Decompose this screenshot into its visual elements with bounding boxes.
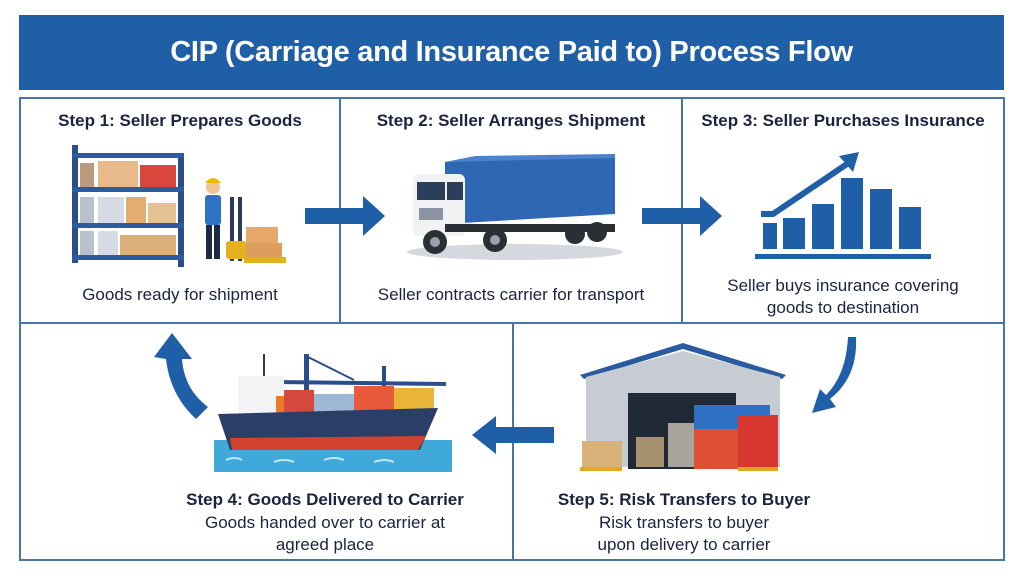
warehouse-containers-icon bbox=[580, 343, 786, 471]
step-5-title: Step 5: Risk Transfers to Buyer bbox=[557, 490, 811, 509]
step-4-description-line-2: agreed place bbox=[275, 535, 375, 554]
step-2-title: Step 2: Seller Arranges Shipment bbox=[376, 111, 646, 130]
step-5-description: Risk transfers to buyer upon delivery to… bbox=[514, 512, 854, 556]
step-4-title: Step 4: Goods Delivered to Carrier bbox=[186, 490, 464, 509]
page-title: CIP (Carriage and Insurance Paid to) Pro… bbox=[170, 36, 853, 68]
step-1-description: Goods ready for shipment bbox=[82, 285, 278, 304]
step-5-description-line-2: upon delivery to carrier bbox=[597, 535, 771, 554]
step-3-description-line-1: Seller buys insurance covering bbox=[727, 276, 959, 295]
title-banner: CIP (Carriage and Insurance Paid to) Pro… bbox=[19, 15, 1004, 90]
cargo-ship-icon bbox=[214, 354, 452, 472]
curved-arrow-down-icon bbox=[812, 337, 857, 413]
curved-arrow-up-icon bbox=[154, 333, 208, 419]
step-3-description-line-2: goods to destination bbox=[766, 298, 920, 317]
bar-chart-arrow-icon bbox=[755, 152, 931, 259]
arrow-left-icon bbox=[472, 416, 554, 454]
warehouse-shelves-icon bbox=[72, 145, 286, 267]
truck-icon bbox=[407, 154, 623, 260]
arrow-right-icon bbox=[305, 196, 385, 236]
step-3-title: Step 3: Seller Purchases Insurance bbox=[701, 111, 985, 130]
step-5-description-line-1: Risk transfers to buyer bbox=[598, 513, 770, 532]
step-4-description-line-1: Goods handed over to carrier at bbox=[204, 513, 446, 532]
step-1-title: Step 1: Seller Prepares Goods bbox=[58, 111, 302, 130]
step-3-description: Seller buys insurance covering goods to … bbox=[683, 275, 1003, 319]
step-4-description: Goods handed over to carrier at agreed p… bbox=[150, 512, 500, 556]
step-2-description: Seller contracts carrier for transport bbox=[377, 285, 645, 304]
arrow-right-icon bbox=[642, 196, 722, 236]
